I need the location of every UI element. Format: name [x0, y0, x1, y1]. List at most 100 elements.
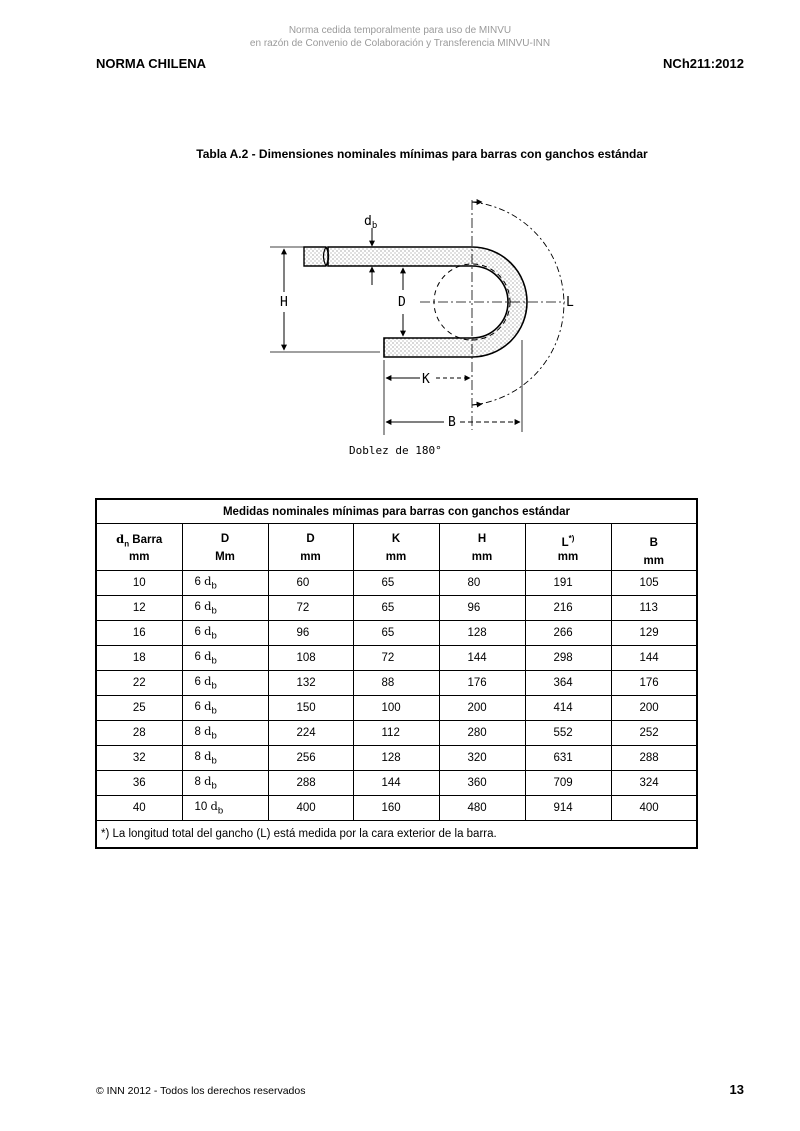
table-title: Tabla A.2 - Dimensiones nominales mínima…	[196, 147, 648, 161]
cell-k: 112	[352, 720, 440, 746]
header-k-title: K	[391, 533, 401, 545]
label-k: K	[422, 372, 430, 387]
hook-diagram: db H D L K B Doblez de 180°	[270, 199, 574, 457]
header-d-mm-unit: mm	[300, 551, 321, 563]
cell-d-mult-sub: b	[211, 630, 217, 642]
label-h: H	[280, 295, 288, 310]
cell-k: 72	[352, 645, 440, 671]
label-db: db	[364, 214, 377, 231]
cell-d-mult: 6 db	[181, 570, 269, 596]
cell-d-mult: 8 db	[181, 770, 269, 796]
cell-k: 128	[352, 745, 440, 771]
page-number: 13	[729, 1082, 744, 1097]
cell-l: 709	[524, 770, 612, 796]
cell-d-mult-factor: 8	[194, 751, 201, 764]
header-standard-code: NCh211:2012	[663, 56, 744, 71]
cell-l: 191	[524, 570, 612, 596]
header-h-unit: mm	[471, 551, 493, 563]
cell-barra: 12	[95, 595, 183, 621]
cell-h: 80	[438, 570, 526, 596]
cell-d-mult-factor: 6	[194, 676, 201, 689]
header-l-title: L	[561, 536, 569, 549]
cell-k: 65	[352, 595, 440, 621]
cell-b: 200	[610, 695, 698, 721]
header-b-title: B	[649, 537, 658, 549]
cell-d-mult-factor: 6	[194, 651, 201, 664]
cell-d-mult-sub: b	[211, 605, 217, 617]
cell-d-mult-factor: 6	[194, 601, 201, 614]
cell-b: 252	[610, 720, 698, 746]
cell-d-mult-symbol: d	[204, 699, 212, 714]
cell-d-mm: 108	[267, 645, 354, 671]
cell-d-mult: 6 db	[181, 595, 269, 621]
header-barra-title: Barra	[132, 534, 163, 546]
cell-l: 266	[524, 620, 612, 646]
cell-d-mult-sub: b	[211, 705, 217, 717]
label-l: L	[566, 295, 574, 310]
cell-k: 65	[352, 570, 440, 596]
cell-d-mult-sub: b	[211, 755, 217, 767]
cell-k: 144	[352, 770, 440, 796]
cell-h: 280	[438, 720, 526, 746]
cell-k: 65	[352, 620, 440, 646]
cell-h: 360	[438, 770, 526, 796]
cell-b: 288	[610, 745, 698, 771]
cell-k: 100	[352, 695, 440, 721]
table-footnote: *) La longitud total del gancho (L) está…	[95, 820, 698, 849]
cell-d-mult: 6 db	[181, 645, 269, 671]
cell-d-mult-symbol: d	[204, 749, 212, 764]
cell-d-mult-sub: b	[211, 730, 217, 742]
cell-d-mult-factor: 6	[194, 626, 201, 639]
header-h-title: H	[477, 533, 487, 545]
cell-k: 160	[352, 795, 440, 821]
cell-d-mult-factor: 6	[194, 701, 201, 714]
cell-h: 176	[438, 670, 526, 696]
header-d-mult-unit: Mm	[215, 551, 235, 563]
cell-h: 320	[438, 745, 526, 771]
cell-d-mult: 8 db	[181, 720, 269, 746]
cell-d-mm: 72	[267, 595, 354, 621]
cell-d-mult-symbol: d	[204, 624, 212, 639]
header-barra-sub: n	[124, 539, 130, 549]
cell-d-mult-sub: b	[211, 655, 217, 667]
cell-d-mult: 8 db	[181, 745, 269, 771]
cell-d-mult-symbol: d	[204, 574, 212, 589]
cell-d-mult: 10 db	[181, 795, 269, 821]
cell-d-mm: 132	[267, 670, 354, 696]
header-barra-unit: mm	[129, 551, 150, 563]
cell-d-mm: 224	[267, 720, 354, 746]
header-standard-name: NORMA CHILENA	[96, 56, 207, 71]
cell-d-mult: 6 db	[181, 670, 269, 696]
footer-copyright: © INN 2012 - Todos los derechos reservad…	[96, 1085, 306, 1097]
cell-b: 324	[610, 770, 698, 796]
header-l-unit: mm	[557, 551, 579, 563]
label-b: B	[448, 415, 456, 430]
header-l-marker: *)	[568, 534, 575, 543]
cell-b: 113	[610, 595, 698, 621]
cell-barra: 25	[95, 695, 183, 721]
header-l: L*) mm	[524, 523, 612, 571]
cell-barra: 28	[95, 720, 183, 746]
header-d-mult-title: D	[220, 533, 230, 545]
header-d-mult: D Mm	[181, 523, 269, 571]
cell-d-mm: 256	[267, 745, 354, 771]
l-dimension-arc	[471, 201, 565, 406]
cell-d-mult-symbol: d	[204, 674, 212, 689]
label-db-main: d	[364, 214, 372, 229]
cell-d-mult-symbol: d	[204, 599, 212, 614]
watermark-line-1: Norma cedida temporalmente para uso de M…	[288, 25, 512, 36]
